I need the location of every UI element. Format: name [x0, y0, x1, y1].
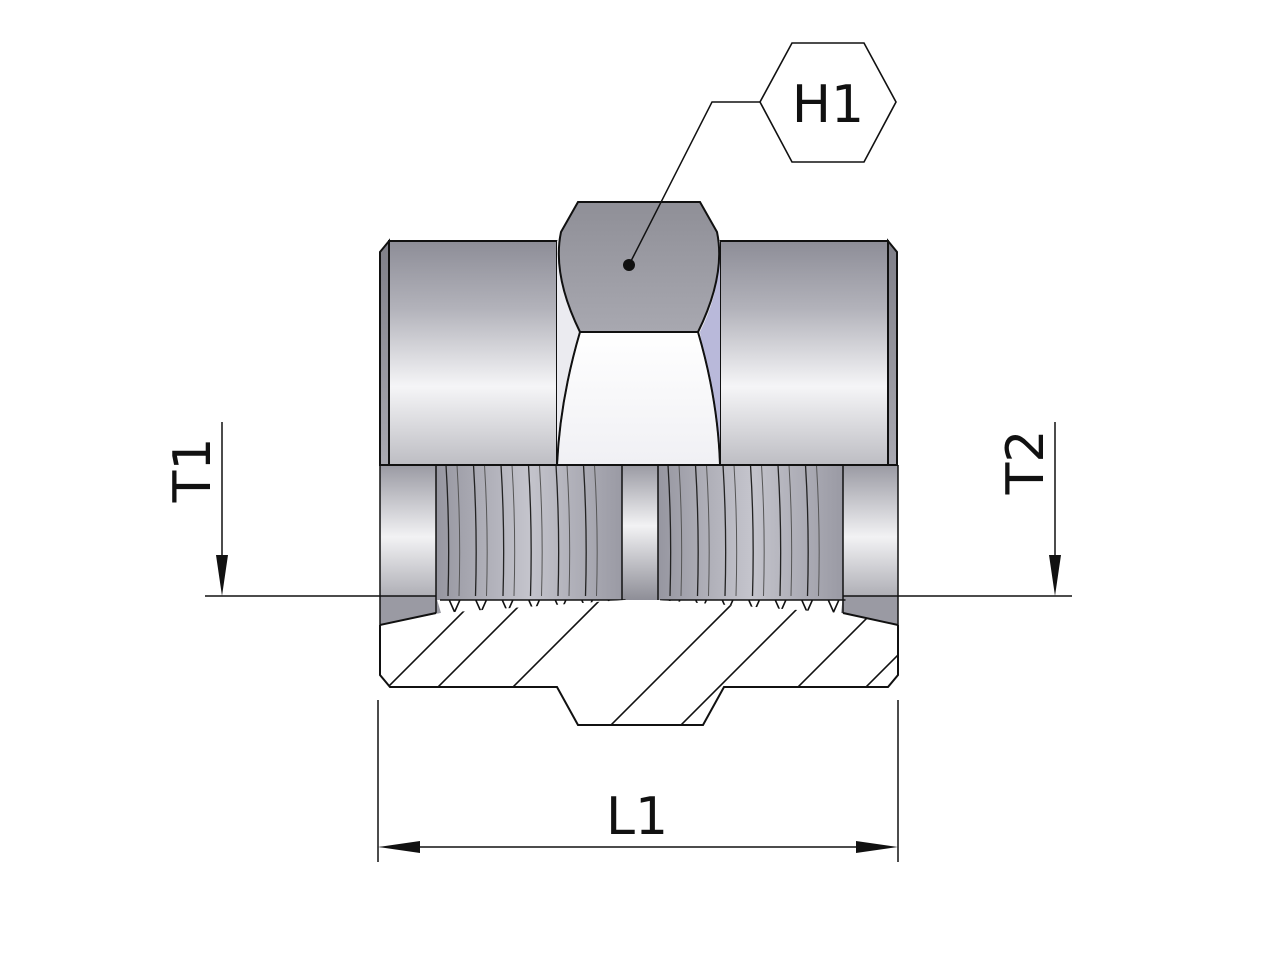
- thread-left-label: T1: [163, 438, 223, 504]
- arrow-left-icon: [378, 841, 420, 853]
- arrow-down-icon: [216, 555, 228, 596]
- left-entry-shade: [380, 596, 441, 625]
- thread-crest-line: [749, 464, 754, 597]
- hexagon-symbol: [759, 42, 897, 163]
- left-thread-teeth: [440, 599, 626, 614]
- thread-root-line: [733, 464, 738, 597]
- length-dimension: L1: [377, 700, 899, 862]
- thread-root-line: [678, 464, 683, 597]
- right-thread: [658, 465, 843, 600]
- thread-root-line: [484, 464, 488, 597]
- thread-root-line: [706, 464, 710, 597]
- thread-root-line: [511, 464, 516, 597]
- thread-crest-line: [804, 464, 809, 597]
- thread-crest-line: [582, 464, 587, 597]
- right-thread-teeth: [660, 599, 846, 614]
- hex-label: H1: [792, 75, 864, 135]
- thread-root-line: [566, 464, 571, 597]
- thread-crest-line: [777, 464, 782, 597]
- left-thread: [436, 465, 622, 600]
- thread-root-line: [788, 464, 793, 597]
- left-body: [388, 240, 558, 466]
- fitting-exterior: [379, 201, 898, 466]
- left-chamfer: [379, 238, 390, 466]
- hex-upper-face: [557, 201, 721, 333]
- thread-left-dimension: T1: [163, 422, 436, 597]
- right-entry-shade: [841, 596, 898, 625]
- thread-root-line: [594, 464, 598, 597]
- fitting-section: [379, 464, 899, 726]
- arrow-right-icon: [856, 841, 898, 853]
- right-chamfer: [887, 238, 898, 466]
- thread-crest-line: [445, 464, 450, 597]
- thread-root-line: [761, 464, 765, 597]
- thread-right-label: T2: [996, 430, 1056, 496]
- thread-root-line: [539, 464, 543, 597]
- thread-root-line: [816, 464, 820, 597]
- thread-crest-line: [472, 464, 477, 597]
- thread-lines: [445, 464, 820, 597]
- hex-lower-face: [555, 331, 722, 466]
- center-relief: [622, 465, 658, 600]
- thread-crest-line: [694, 464, 699, 597]
- length-label: L1: [606, 787, 668, 847]
- thread-crest-line: [500, 464, 505, 597]
- thread-crest-line: [722, 464, 727, 597]
- hex-size-callout: H1: [623, 42, 897, 271]
- thread-crest-line: [667, 464, 672, 597]
- thread-root-line: [456, 464, 461, 597]
- thread-right-dimension: T2: [843, 422, 1072, 597]
- arrow-down-icon: [1049, 555, 1061, 596]
- right-body: [719, 240, 889, 466]
- section-cut: [380, 600, 898, 725]
- thread-crest-line: [555, 464, 560, 597]
- thread-crest-line: [527, 464, 532, 597]
